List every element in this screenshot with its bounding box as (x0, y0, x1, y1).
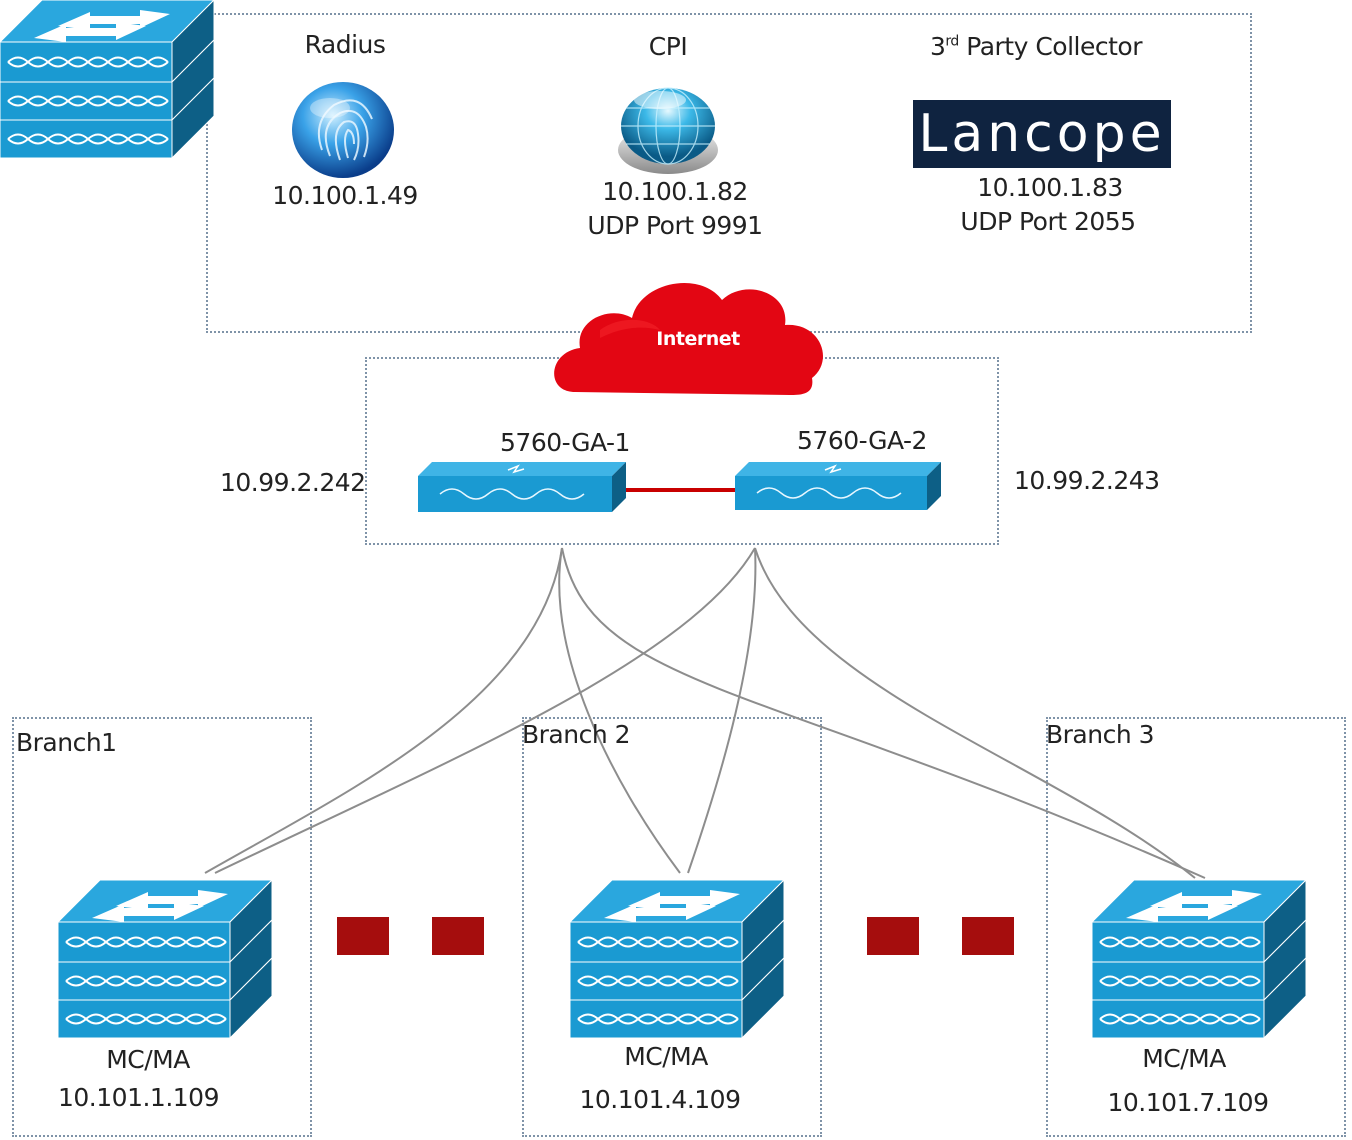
branch-3-label: Branch 3 (1046, 720, 1155, 749)
internet-cloud-icon (554, 282, 824, 395)
uplink-ga2-branch3 (754, 547, 1196, 879)
branch-1-switch-icon (57, 879, 273, 1039)
ellipsis-square-1 (337, 917, 389, 955)
switch-ga2-icon (735, 462, 941, 510)
ga1-name: 5760-GA-1 (500, 428, 630, 457)
stacked-switch-template (0, 0, 215, 160)
lancope-logo: Lancope (913, 100, 1171, 168)
switch-ga1-icon (418, 462, 626, 512)
collector-ip: 10.100.1.83 (977, 173, 1123, 202)
radius-ip: 10.100.1.49 (272, 181, 418, 210)
collector-title-number: 3 (930, 32, 946, 61)
ga2-name: 5760-GA-2 (797, 426, 927, 455)
uplink-ga2-branch2 (687, 547, 757, 874)
branch-2-box (522, 717, 822, 1137)
branch-2-switch-icon (569, 879, 785, 1039)
ga1-ip: 10.99.2.242 (220, 468, 366, 497)
ellipsis-square-2 (432, 917, 484, 955)
collector-port: UDP Port 2055 (960, 207, 1136, 236)
lancope-logo-text: Lancope (918, 104, 1166, 164)
branch-1-ip: 10.101.1.109 (58, 1083, 220, 1112)
branch-1-box (12, 717, 312, 1137)
fingerprint-sphere-icon (292, 82, 394, 178)
uplink-ga1-branch2 (558, 547, 681, 874)
uplink-ga2-branch1 (214, 547, 756, 874)
cpi-ip: 10.100.1.82 (602, 177, 748, 206)
branch-3-box (1046, 717, 1346, 1137)
branch-2-ip: 10.101.4.109 (579, 1085, 742, 1114)
radius-title: Radius (304, 30, 386, 59)
uplink-ga1-branch3 (561, 547, 1206, 879)
uplink-lines (204, 547, 1206, 879)
branch-3-ip: 10.101.7.109 (1107, 1088, 1270, 1117)
branch-2-role: MC/MA (624, 1042, 708, 1071)
collector-title-text: Party Collector (958, 32, 1142, 61)
ga2-ip: 10.99.2.243 (1014, 466, 1160, 495)
branch-2-label: Branch 2 (522, 720, 631, 749)
uplink-ga1-branch1 (204, 547, 563, 874)
branch-3-switch-icon (1091, 879, 1307, 1039)
branch-1-label: Branch1 (16, 728, 117, 757)
ellipsis-square-4 (962, 917, 1014, 955)
cpi-port: UDP Port 9991 (587, 211, 763, 240)
branch-1-role: MC/MA (106, 1045, 190, 1074)
branch-3-role: MC/MA (1142, 1044, 1226, 1073)
globe-sphere-icon (618, 87, 718, 174)
ellipsis-square-3 (867, 917, 919, 955)
collector-title: 3rd Party Collector (930, 32, 1143, 61)
cpi-title: CPI (648, 32, 688, 61)
internet-label: Internet (656, 328, 740, 350)
collector-title-sup: rd (945, 33, 959, 50)
